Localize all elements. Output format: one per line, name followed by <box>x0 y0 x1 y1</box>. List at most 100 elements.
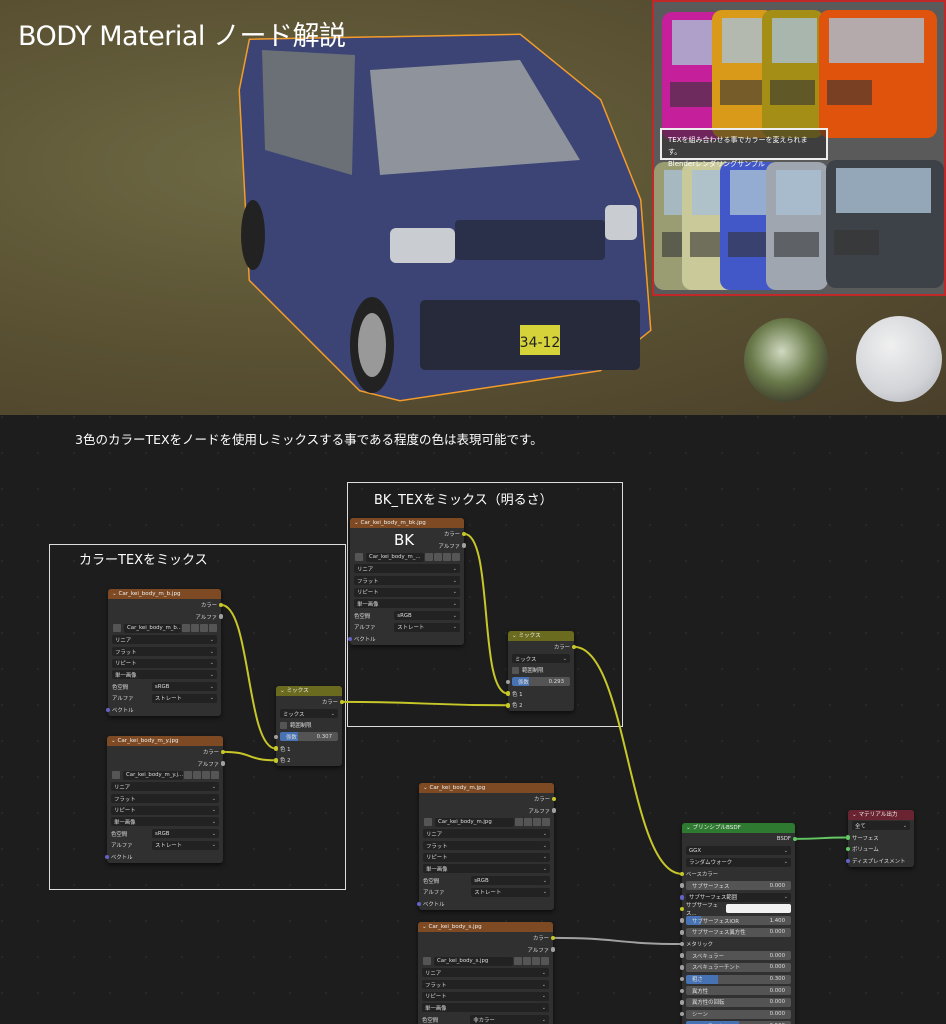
input-socket[interactable] <box>679 988 685 994</box>
node-header[interactable]: ⌄ Car_kei_body_m_b.jpg <box>108 589 221 599</box>
input-socket[interactable] <box>679 1011 685 1017</box>
bsdf-socket[interactable] <box>792 836 798 842</box>
input-socket[interactable] <box>845 835 851 840</box>
input-socket[interactable] <box>679 883 685 888</box>
folder-icon[interactable] <box>532 957 540 966</box>
source-dropdown[interactable]: 単一画像⌄ <box>108 669 221 681</box>
dropdown[interactable]: リニア⌄ <box>422 968 549 978</box>
frame-bk-mix[interactable] <box>347 482 623 727</box>
dropdown[interactable]: リピート⌄ <box>354 587 460 597</box>
node-output[interactable]: ⌄ マテリアル出力全て⌄サーフェスボリュームディスプレイスメント <box>845 810 914 867</box>
dropdown[interactable]: サブサーフェス範囲⌄ <box>686 892 791 902</box>
dropdown[interactable]: リニア⌄ <box>423 829 550 839</box>
input-socket[interactable] <box>679 895 685 900</box>
vector-socket[interactable] <box>104 854 110 860</box>
factor-socket[interactable] <box>273 734 279 740</box>
input-socket[interactable] <box>679 930 685 935</box>
input-socket[interactable] <box>679 953 685 958</box>
color-socket[interactable] <box>571 644 577 650</box>
dropdown[interactable]: ミックス⌄ <box>512 654 570 664</box>
alpha-mode-dropdown[interactable]: アルファストレート⌄ <box>350 622 464 634</box>
target-dropdown[interactable]: 全て⌄ <box>848 820 914 832</box>
interpolation-dropdown[interactable]: リニア⌄ <box>418 967 553 979</box>
dropdown[interactable]: 単一画像⌄ <box>422 1003 549 1013</box>
alpha-mode-dropdown[interactable]: アルファストレート⌄ <box>107 840 223 852</box>
wire-tex-s-to-metallic[interactable] <box>553 936 682 946</box>
dropdown[interactable]: リピート⌄ <box>422 991 549 1001</box>
color1-socket[interactable] <box>273 746 279 751</box>
folder-icon[interactable] <box>443 553 451 562</box>
dropdown[interactable]: sRGB⌄ <box>394 611 460 621</box>
wire-tex-b-to-mix1[interactable] <box>220 603 277 750</box>
interpolation-dropdown[interactable]: リニア⌄ <box>350 563 464 575</box>
refresh-icon[interactable] <box>514 957 522 966</box>
image-selector[interactable]: Car_kei_body_m_... <box>350 551 464 563</box>
vector-socket[interactable] <box>105 707 111 713</box>
checkbox[interactable] <box>512 666 519 674</box>
dropdown[interactable]: フラット⌄ <box>423 841 550 851</box>
dropdown[interactable]: ランダムウォーク⌄ <box>686 857 791 867</box>
image-icon[interactable] <box>112 771 120 780</box>
dropdown-row[interactable]: ランダムウォーク⌄ <box>682 856 795 868</box>
node-header[interactable]: ⌄ ミックス <box>508 631 574 641</box>
slider-row[interactable]: シーンチント0.500 <box>679 1020 795 1024</box>
refresh-icon[interactable] <box>182 624 190 633</box>
image-icon[interactable] <box>113 624 121 633</box>
node-editor[interactable]: 3色のカラーTEXをノードを使用しミックスする事である程度の色は表現可能です。 … <box>0 415 946 1024</box>
frame-color-mix[interactable] <box>49 544 346 890</box>
input-socket[interactable] <box>679 941 685 947</box>
extension-dropdown[interactable]: リピート⌄ <box>108 657 221 669</box>
node-header[interactable]: ⌄ Car_kei_body_m.jpg <box>419 783 554 793</box>
projection-dropdown[interactable]: フラット⌄ <box>350 575 464 587</box>
alpha-socket[interactable] <box>218 614 224 619</box>
colorspace-dropdown[interactable]: 色空間非カラー⌄ <box>418 1014 553 1024</box>
input-socket[interactable] <box>845 858 851 864</box>
projection-dropdown[interactable]: フラット⌄ <box>108 646 221 658</box>
wire-bsdf-to-output[interactable] <box>795 836 848 840</box>
node-header[interactable]: ⌄ Car_kei_body_m_y.jpg <box>107 736 223 746</box>
alpha-socket[interactable] <box>550 947 556 952</box>
node-header[interactable]: ⌄ プリンシプルBSDF <box>682 823 795 833</box>
dropdown[interactable]: フラット⌄ <box>422 980 549 990</box>
projection-dropdown[interactable]: フラット⌄ <box>418 979 553 991</box>
vector-socket[interactable] <box>347 636 353 642</box>
pack-icon[interactable] <box>523 957 531 966</box>
color1-socket[interactable] <box>505 691 511 696</box>
dropdown[interactable]: 単一画像⌄ <box>111 817 219 827</box>
checkbox[interactable] <box>280 721 287 729</box>
image-name-field[interactable]: Car_kei_body_m_b... <box>124 623 181 633</box>
dropdown[interactable]: フラット⌄ <box>111 794 219 804</box>
extension-dropdown[interactable]: リピート⌄ <box>418 990 553 1002</box>
dropdown[interactable]: 単一画像⌄ <box>423 864 550 874</box>
source-dropdown[interactable]: 単一画像⌄ <box>419 863 554 875</box>
dropdown[interactable]: sRGB⌄ <box>471 876 550 886</box>
clamp-checkbox[interactable]: 範囲制限 <box>508 664 574 676</box>
folder-icon[interactable] <box>202 771 210 780</box>
dropdown[interactable]: ミックス⌄ <box>280 709 338 719</box>
image-icon[interactable] <box>355 553 363 562</box>
alpha-socket[interactable] <box>551 808 557 813</box>
wire-tex-bk-to-mix2[interactable] <box>463 532 509 695</box>
factor-socket[interactable] <box>505 679 511 685</box>
